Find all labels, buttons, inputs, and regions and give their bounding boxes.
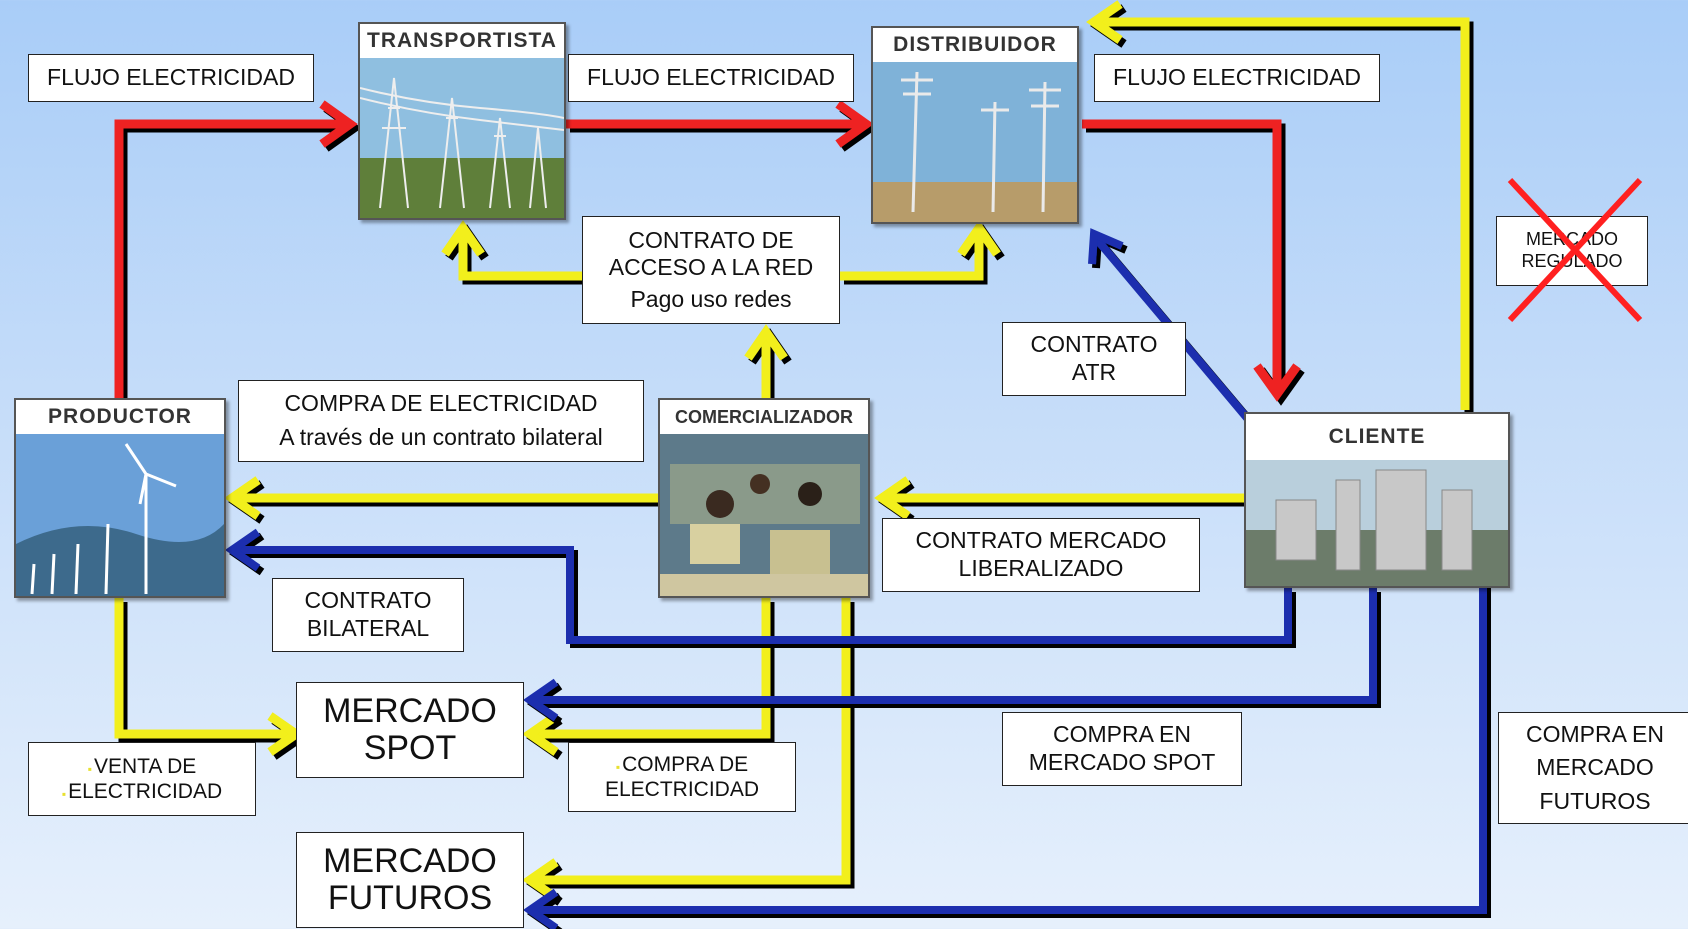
arrowhead: [744, 324, 788, 361]
comercializador-title: COMERCIALIZADOR: [660, 400, 868, 434]
contrato-atr-label: CONTRATO ATR: [1002, 322, 1186, 396]
compra-de-electricidad-label: ▪COMPRA DE ELECTRICIDAD: [568, 742, 796, 812]
arrow-distribuidor-to-cliente: [1082, 119, 1282, 394]
factory-image: [1246, 460, 1508, 586]
flujo-electricidad-text: FLUJO ELECTRICIDAD: [1113, 64, 1361, 91]
contrato-liberalizado-line-2: LIBERALIZADO: [958, 555, 1124, 581]
mercado-futuros-line-2: FUTUROS: [327, 879, 493, 917]
arrow-cliente-to-productor: [232, 546, 1292, 644]
contrato-bilateral-line-2: BILATERAL: [306, 615, 430, 641]
distribuidor-node: DISTRIBUIDOR: [871, 26, 1079, 224]
arrow-contrato-acceso-to-transportista: [458, 230, 582, 281]
compra-mercado-spot-line-1: COMPRA EN: [1052, 721, 1192, 748]
contrato-liberalizado-label: CONTRATO MERCADO LIBERALIZADO: [882, 518, 1200, 592]
compra-mercado-spot-label: COMPRA EN MERCADO SPOT: [1002, 712, 1242, 786]
arrowhead: [1086, 0, 1123, 44]
arrowhead: [874, 476, 911, 520]
office-workers-image: [660, 434, 868, 596]
cliente-node: CLIENTE: [1244, 412, 1510, 588]
contrato-acceso-line-2: ACCESO A LA RED: [608, 254, 814, 281]
contrato-bilateral-line-1: CONTRATO: [304, 587, 432, 614]
arrowhead: [224, 528, 261, 572]
arrowhead: [522, 678, 559, 722]
bullet-icon: ▪: [61, 787, 67, 801]
arrow-comercializador-to-futuros: [530, 598, 851, 885]
compra-de-electricidad-line-1: COMPRA DE: [622, 752, 749, 776]
arrowhead: [441, 220, 485, 257]
flujo-electricidad-text: FLUJO ELECTRICIDAD: [587, 64, 835, 91]
contrato-acceso-line-1: CONTRATO DE: [628, 226, 794, 253]
venta-electricidad-line-2: ELECTRICIDAD: [68, 780, 223, 803]
comercializador-node: COMERCIALIZADOR: [658, 398, 870, 598]
arrowhead: [1088, 228, 1124, 265]
arrow-contrato-acceso-to-distribuidor: [840, 230, 984, 281]
productor-title: PRODUCTOR: [16, 400, 224, 434]
compra-mercado-spot-line-2: MERCADO SPOT: [1028, 749, 1216, 775]
bullet-icon: ▪: [87, 761, 92, 776]
mercado-futuros-box: MERCADO FUTUROS: [296, 832, 524, 928]
compra-de-electricidad-line-2: ELECTRICIDAD: [604, 778, 760, 801]
distribuidor-title: DISTRIBUIDOR: [873, 28, 1077, 62]
flujo-electricidad-text: FLUJO ELECTRICIDAD: [47, 64, 295, 91]
arrow-cliente-to-distribuidor: [1094, 17, 1470, 410]
productor-node: PRODUCTOR: [14, 398, 226, 598]
transportista-title: TRANSPORTISTA: [360, 24, 564, 58]
arrow-cliente-to-futuros: [530, 582, 1487, 914]
mercado-regulado-line-1: MERCADO: [1525, 229, 1618, 250]
flujo-electricidad-label-3: FLUJO ELECTRICIDAD: [1094, 54, 1380, 102]
contrato-acceso-label: CONTRATO DE ACCESO A LA RED Pago uso red…: [582, 216, 840, 324]
arrow-comercializador-to-spot: [530, 598, 771, 739]
cliente-title: CLIENTE: [1246, 414, 1508, 460]
mercado-spot-box: MERCADO SPOT: [296, 682, 524, 778]
contrato-bilateral-label: CONTRATO BILATERAL: [272, 578, 464, 652]
arrowhead: [522, 858, 559, 902]
venta-electricidad-line-1: VENTA DE: [93, 754, 197, 778]
wind-turbines-image: [16, 434, 224, 596]
compra-mercado-futuros-line-1: COMPRA EN: [1525, 720, 1665, 747]
utility-poles-image: [873, 62, 1077, 222]
arrow-productor-to-transportista: [114, 119, 350, 398]
flujo-electricidad-label-1: FLUJO ELECTRICIDAD: [28, 54, 314, 102]
compra-mercado-futuros-line-2: MERCADO: [1536, 754, 1654, 781]
arrowhead: [224, 476, 261, 520]
mercado-spot-line-1: MERCADO: [323, 691, 497, 730]
arrowhead: [522, 888, 559, 929]
flujo-electricidad-label-2: FLUJO ELECTRICIDAD: [568, 54, 854, 102]
contrato-atr-line-1: CONTRATO: [1030, 331, 1158, 358]
transportista-node: TRANSPORTISTA: [358, 22, 566, 220]
arrowhead: [1253, 363, 1301, 402]
compra-electricidad-line-2: A través de un contrato bilateral: [279, 424, 603, 450]
electricity-flow-arrows: [114, 100, 1301, 402]
arrowhead: [957, 220, 1001, 257]
arrowhead: [319, 100, 358, 148]
compra-electricidad-bilateral-label: COMPRA DE ELECTRICIDAD A través de un co…: [238, 380, 644, 462]
bullet-icon: ▪: [615, 759, 621, 774]
contrato-atr-line-2: ATR: [1071, 359, 1117, 385]
transmission-towers-image: [360, 58, 564, 218]
cross-out-icon: [1507, 177, 1643, 323]
arrow-cliente-to-spot: [530, 588, 1377, 704]
arrowhead: [522, 712, 559, 756]
mercado-spot-line-2: SPOT: [363, 729, 457, 767]
compra-mercado-futuros-line-3: FUTUROS: [1539, 787, 1651, 814]
compra-mercado-futuros-label: COMPRA EN MERCADO FUTUROS: [1498, 712, 1688, 824]
contrato-acceso-line-3: Pago uso redes: [630, 285, 792, 312]
arrowhead: [835, 100, 874, 148]
compra-electricidad-line-1: COMPRA DE ELECTRICIDAD: [284, 390, 598, 417]
mercado-regulado-line-2: REGULADO: [1521, 251, 1623, 271]
contrato-liberalizado-line-1: CONTRATO MERCADO: [915, 527, 1167, 554]
venta-electricidad-label: ▪VENTA DE ▪ELECTRICIDAD: [28, 742, 256, 816]
mercado-futuros-line-1: MERCADO: [323, 841, 497, 880]
arrow-productor-to-spot: [114, 598, 296, 739]
